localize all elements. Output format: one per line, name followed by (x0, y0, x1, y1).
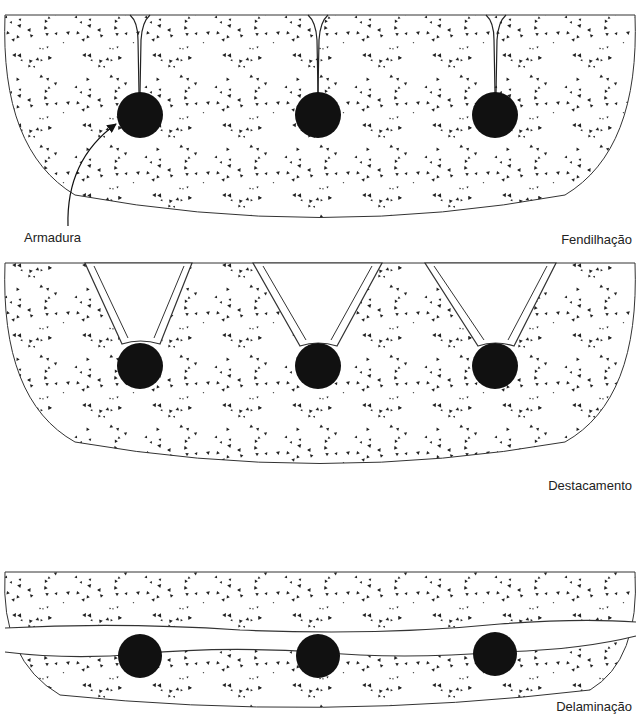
delamination-section (5, 572, 636, 707)
caption-label: Fendilhação (559, 232, 634, 248)
caption-label: Destacamento (546, 478, 634, 494)
cracking-section (5, 15, 636, 218)
leader-arrow (68, 124, 116, 226)
caption-label: Delaminação (554, 699, 634, 715)
part-label: Armadura (22, 230, 83, 246)
spalling-section (5, 263, 636, 464)
